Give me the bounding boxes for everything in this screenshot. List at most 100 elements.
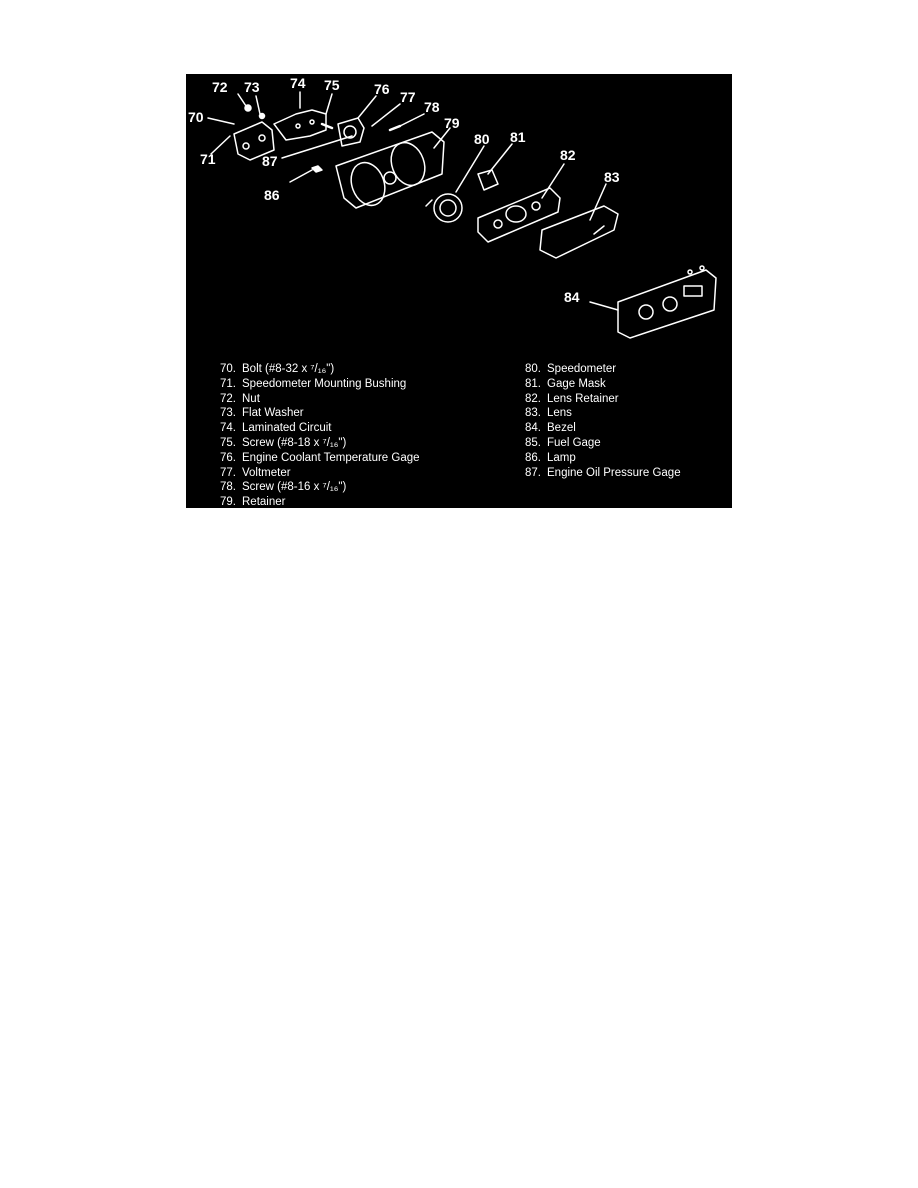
legend-number: 71. [220,377,236,390]
legend-text: Lens Retainer [547,392,619,405]
legend-item: 74.Laminated Circuit [204,421,420,436]
leader-72 [237,93,247,107]
legend-item: 84. Bezel [509,421,681,436]
callout-74: 74 [290,75,306,91]
callout-80: 80 [474,131,490,147]
retainer-79 [335,131,445,209]
lens [539,205,619,259]
legend-number: 76. [220,451,236,464]
bezel [617,269,717,339]
legend-item: 82. Lens Retainer [509,392,681,407]
leader-80 [455,145,485,193]
callout-81: 81 [510,129,526,145]
leader-73 [255,95,261,115]
legend-item: 76.Engine Coolant Temperature Gage [204,451,420,466]
gage-mask [477,169,499,191]
legend-number: 72. [220,392,236,405]
nut [244,104,252,112]
legend-text: Speedometer Mounting Bushing [242,377,407,390]
legend-item: 77. Voltmeter [204,466,420,481]
leader-83 [589,183,607,221]
legend-item: 86. Lamp [509,451,681,466]
lamp [311,165,323,173]
legend-text: Fuel Gage [547,436,601,449]
laminated-circuit [273,109,327,141]
legend-item: 75. Screw (#8-18 x ⁷/₁₆") [204,436,420,451]
legend-number: 74. [220,422,236,435]
legend-number: 79. [220,496,236,508]
legend-text: Speedometer [547,363,617,375]
callout-87: 87 [262,153,278,169]
leader-81 [487,143,513,175]
legend-number: 86. [525,451,541,464]
leader-78 [399,113,425,127]
callout-83: 83 [604,169,620,185]
legend-item: 79. Retainer [204,495,420,508]
callout-79: 79 [444,115,460,131]
callout-73: 73 [244,79,260,95]
legend-text: Engine Oil Pressure Gage [547,466,681,479]
legend-item: 78.Screw (#8-16 x ⁷/₁₆") [204,480,420,495]
callout-72: 72 [212,79,228,95]
leader-82 [541,163,565,199]
callout-71: 71 [200,151,216,167]
legend-item: 73. Flat Washer [204,406,420,421]
legend-text: Screw (#8-18 x ⁷/₁₆") [242,436,347,449]
leader-86 [289,169,313,183]
screw-78 [388,124,402,132]
legend-number: 80. [525,363,541,375]
legend-item: 70. Bolt (#8-32 x ⁷/₁₆") [204,362,420,377]
legend-item: 87. Engine Oil Pressure Gage [509,466,681,481]
parts-legend-left: 70. Bolt (#8-32 x ⁷/₁₆") 71. Speedometer Mo… [204,362,420,508]
legend-item: 80. Speedometer [509,362,681,377]
legend-item: 83. Lens [509,406,681,421]
legend-number: 85. [525,436,541,449]
coolant-temp-gage [337,117,365,147]
legend-text: Lens [547,407,572,420]
legend-number: 70. [220,363,236,375]
legend-text: Voltmeter [242,466,291,479]
leader-76 [357,95,377,119]
leader-79 [433,127,451,149]
callout-78: 78 [424,99,440,115]
legend-text: Retainer [242,496,286,508]
speedometer [433,193,463,223]
screw-75 [320,122,334,130]
lens-retainer [477,187,561,243]
flat-washer [258,112,266,120]
legend-text: Bezel [547,422,576,435]
leader-75 [325,93,333,115]
callout-70: 70 [188,109,204,125]
callout-76: 76 [374,81,390,97]
legend-number: 73. [220,407,236,420]
legend-text: Nut [242,392,260,405]
legend-item: 71. Speedometer Mounting Bushing [204,377,420,392]
legend-number: 82. [525,392,541,405]
legend-number: 77. [220,466,236,479]
mounting-bushing-plate [233,121,275,161]
legend-text: Screw (#8-16 x ⁷/₁₆") [242,481,347,494]
callout-86: 86 [264,187,280,203]
leader-71 [210,135,231,155]
legend-number: 83. [525,407,541,420]
leader-70 [207,117,235,125]
legend-number: 81. [525,377,541,390]
legend-number: 87. [525,466,541,479]
callout-75: 75 [324,77,340,93]
legend-item: 81. Gage Mask [509,377,681,392]
legend-text: Lamp [547,451,576,464]
legend-text: Flat Washer [242,407,304,420]
legend-text: Gage Mask [547,377,606,390]
legend-item: 85. Fuel Gage [509,436,681,451]
callout-84: 84 [564,289,580,305]
legend-item: 72. Nut [204,392,420,407]
legend-number: 84. [525,422,541,435]
leader-84 [589,301,619,311]
leader-77 [371,103,401,127]
parts-legend-right: 80. Speedometer 81. Gage Mask 82. Lens Retain… [509,362,681,480]
legend-text: Bolt (#8-32 x ⁷/₁₆") [242,363,335,375]
legend-number: 75. [220,436,236,449]
callout-77: 77 [400,89,416,105]
